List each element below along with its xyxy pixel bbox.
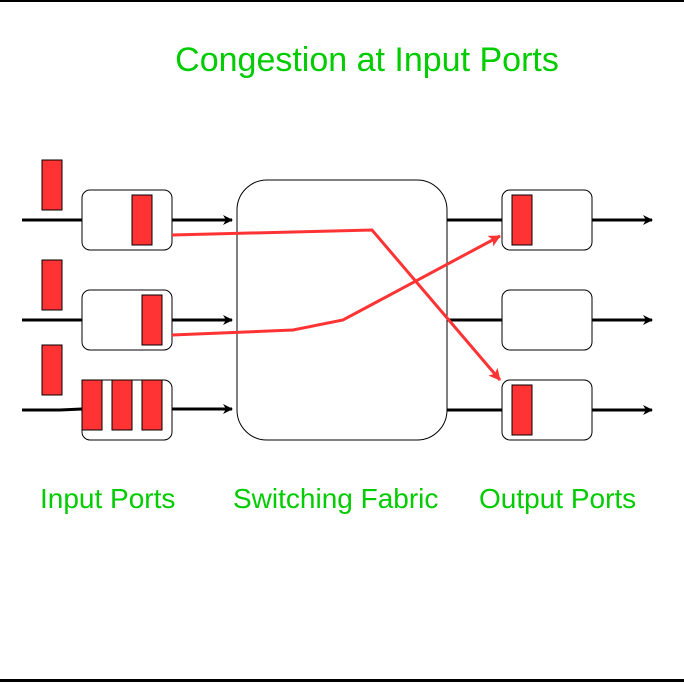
waiting-packet: [41, 259, 63, 311]
route-input2-to-output1: [171, 234, 501, 337]
input-ports-label: Input Ports: [40, 483, 176, 514]
output-port-2: [501, 289, 653, 351]
diagram-title: Congestion at Input Ports: [175, 41, 559, 79]
switching-fabric: [236, 179, 448, 441]
input-port-buffer: [81, 189, 173, 251]
input-port-2: [22, 259, 233, 351]
input-link: [22, 407, 83, 412]
waiting-packet: [41, 159, 63, 211]
output-port-3: [501, 379, 653, 441]
queued-packet: [141, 294, 163, 346]
output-port-1: [501, 189, 653, 251]
queued-packet: [111, 379, 133, 431]
input-port-3: [22, 344, 233, 441]
bottom-border: [0, 679, 684, 682]
output-port-buffer: [501, 289, 593, 351]
input-port-1: [22, 159, 233, 251]
output-ports-label: Output Ports: [479, 483, 637, 514]
queued-packet: [511, 194, 533, 246]
queued-packet: [81, 379, 103, 431]
queued-packet: [511, 384, 533, 436]
waiting-packet: [41, 344, 63, 396]
switching-fabric-label: Switching Fabric: [233, 483, 439, 514]
route-input1-to-output3: [171, 228, 502, 381]
queued-packet: [131, 194, 153, 246]
queued-packet: [141, 379, 163, 431]
top-border: [0, 0, 684, 2]
